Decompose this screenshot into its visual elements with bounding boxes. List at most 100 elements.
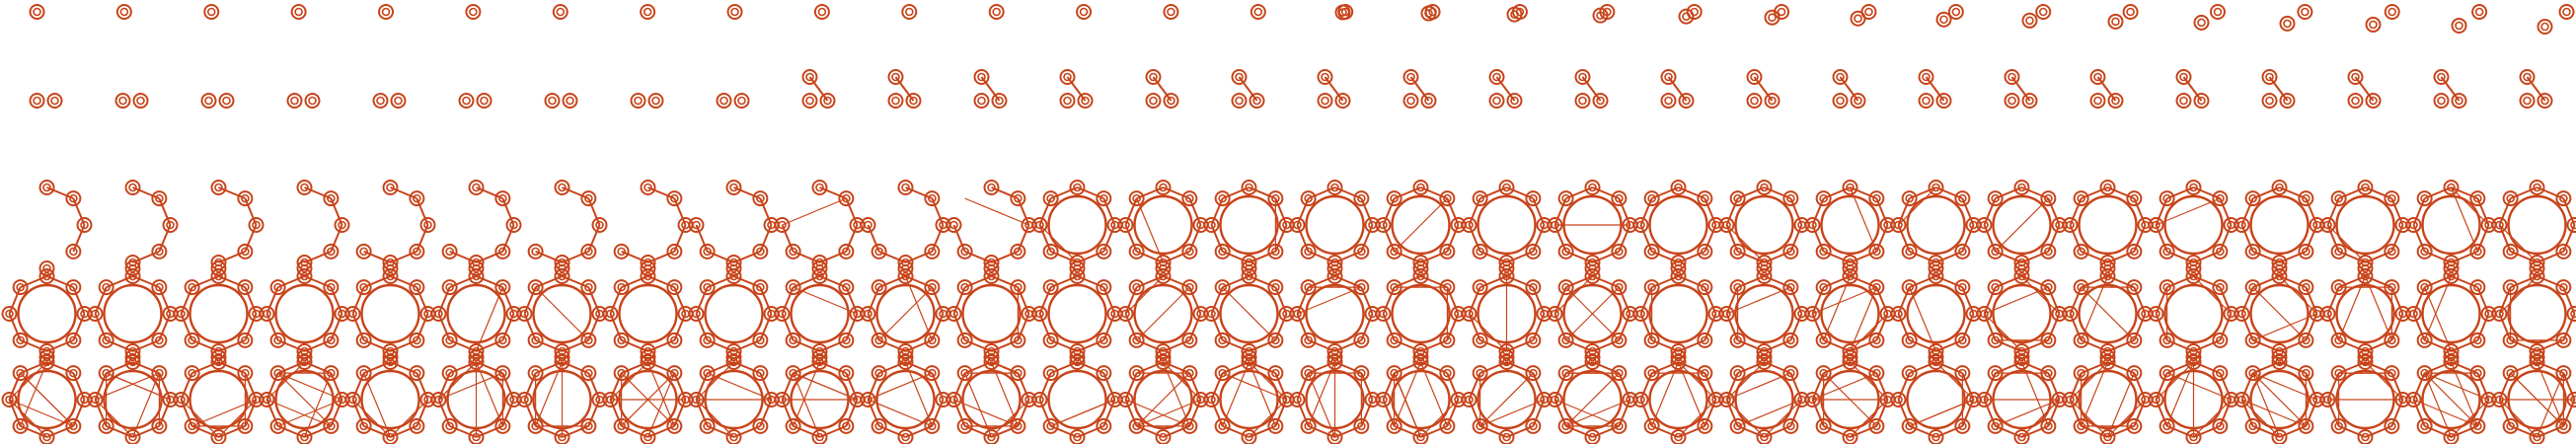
ring-edge: [363, 361, 391, 375]
ring-edge: [562, 338, 589, 352]
node-ring: [248, 217, 265, 233]
ring-edge: [1639, 224, 1653, 253]
ring-inner-circle: [103, 283, 163, 344]
node-ring: [382, 349, 399, 365]
ring-edge: [2412, 224, 2426, 253]
ring-edge: [867, 399, 880, 427]
ring-edge: [1565, 275, 1593, 289]
ring-edge: [673, 372, 687, 401]
ring-edge: [2412, 313, 2426, 341]
node-ring: [991, 93, 1008, 109]
node-core: [1991, 421, 2000, 431]
node-core: [1854, 96, 1862, 106]
node-ring: [1077, 93, 1094, 109]
node-core: [2189, 271, 2198, 281]
ring-edge: [733, 338, 761, 352]
node-core: [434, 395, 443, 405]
node-core: [901, 432, 910, 442]
ring-edge: [905, 186, 933, 200]
ring-chord: [2021, 275, 2060, 315]
node-core: [1682, 96, 1691, 106]
ring-inner-circle: [360, 369, 420, 430]
ring-edge: [2498, 286, 2512, 315]
node-ring: [1010, 365, 1026, 382]
node-ring: [838, 332, 855, 348]
node-ring: [151, 365, 168, 382]
node-core: [1819, 335, 1828, 345]
node-core: [1014, 335, 1023, 345]
node-core: [1819, 282, 1828, 292]
ring-chord: [476, 425, 503, 438]
ring-inner-circle: [961, 369, 1022, 430]
ring-edge: [1618, 197, 1631, 226]
node-ring: [2519, 69, 2536, 85]
node-ring: [1729, 243, 1746, 259]
ring-edge: [1725, 313, 1739, 341]
node-ring: [269, 332, 286, 348]
node-core: [42, 432, 51, 442]
node-ring: [1547, 306, 1563, 322]
node-core: [2455, 96, 2463, 106]
node-core: [214, 183, 223, 192]
node-core: [1682, 12, 1691, 21]
ring-edge: [2107, 338, 2135, 352]
node-core: [2506, 193, 2515, 203]
ring-edge: [1274, 224, 1288, 253]
node-core: [1777, 7, 1786, 17]
ring-edge: [1592, 275, 1620, 289]
node-core: [1786, 421, 1795, 431]
node-core: [815, 432, 824, 442]
node-core: [2562, 7, 2571, 17]
node-core: [1674, 352, 1683, 362]
node-ring: [1987, 243, 2004, 259]
node-core: [1588, 263, 1597, 273]
ring-edge: [2107, 250, 2135, 263]
node-ring: [2107, 93, 2124, 109]
node-ring: [1069, 429, 1086, 444]
node-core: [69, 421, 78, 431]
node-ring: [1128, 332, 1145, 348]
ring-edge: [1296, 286, 1310, 315]
node-ring: [1498, 354, 1515, 370]
node-ring: [554, 349, 570, 365]
node-ring: [2330, 279, 2347, 296]
ring-edge: [449, 250, 477, 263]
node-core: [2495, 309, 2504, 319]
node-ring: [699, 365, 716, 382]
node-ring: [2566, 392, 2576, 407]
ring-edge: [1249, 361, 1276, 375]
node-core: [386, 352, 395, 362]
node-core: [584, 335, 593, 345]
node-ring: [1901, 365, 1918, 382]
node-core: [1819, 421, 1828, 431]
ring-chord: [1849, 286, 1877, 352]
node-core: [1465, 309, 1474, 319]
node-core: [1218, 335, 1227, 345]
node-ring: [2244, 279, 2261, 296]
node-core: [2540, 22, 2549, 32]
ring-inner-circle: [1992, 283, 2052, 344]
node-core: [241, 368, 250, 378]
ring-edge: [1789, 224, 1803, 253]
ring-edge: [2365, 361, 2392, 375]
node-ring: [580, 332, 597, 348]
node-core: [531, 368, 540, 378]
ring-edge: [2081, 338, 2108, 352]
node-ring: [2271, 180, 2288, 195]
ring-edge: [1382, 372, 1396, 401]
node-ring: [527, 332, 544, 348]
node-core: [263, 309, 271, 319]
node-ring: [1, 392, 18, 407]
node-core: [2387, 7, 2397, 17]
ring-chord: [2107, 361, 2135, 374]
ring-edge: [2279, 275, 2307, 289]
node-ring: [983, 260, 1000, 276]
node-ring: [2555, 279, 2572, 296]
ring-edge: [132, 361, 160, 375]
ring-edge: [1077, 250, 1104, 263]
node-core: [1647, 282, 1656, 292]
ring-edge: [1565, 250, 1593, 263]
ring-edge: [330, 197, 343, 226]
ring-edge: [819, 275, 847, 289]
node-ring: [2212, 365, 2229, 382]
